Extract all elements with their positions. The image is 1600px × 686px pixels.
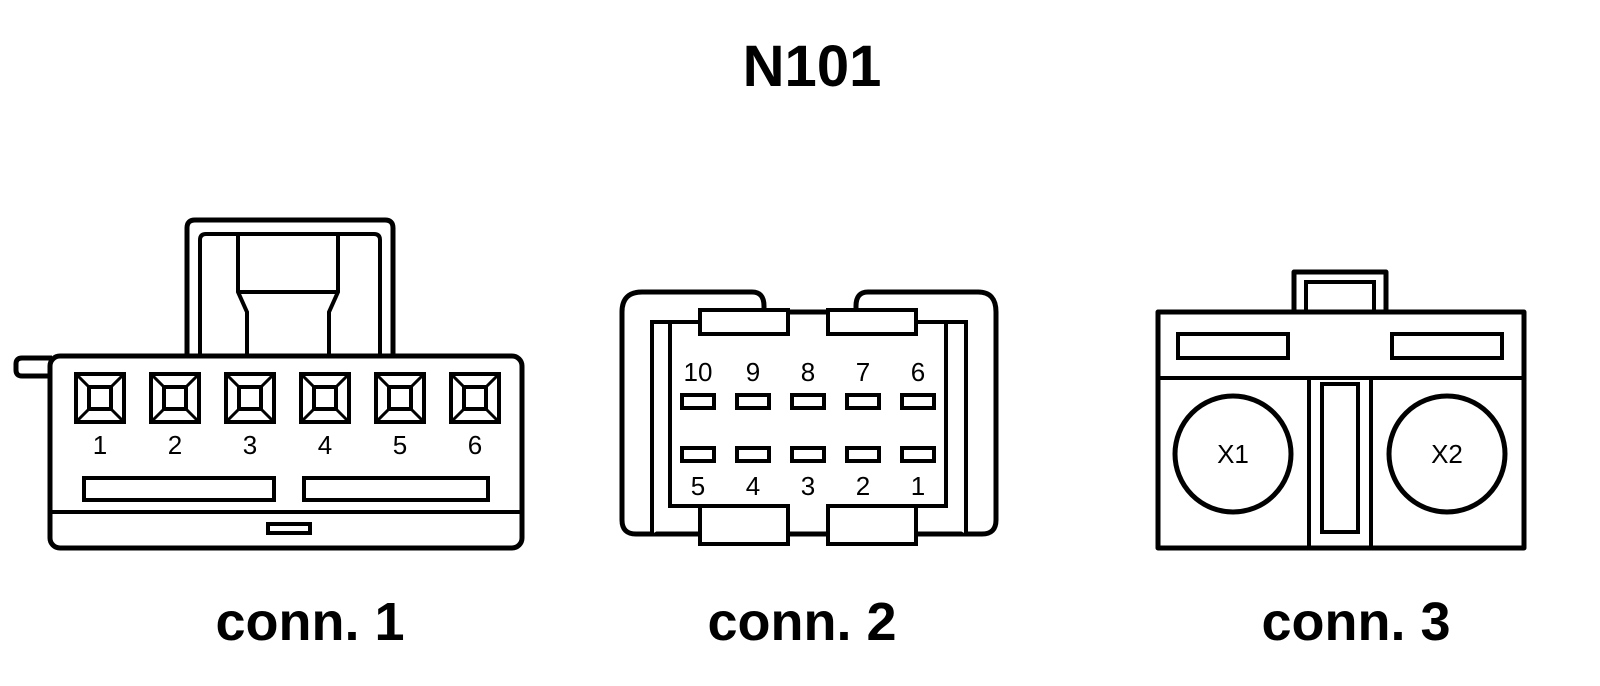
conn2-shell — [619, 289, 999, 537]
conn2-pin: 4 — [735, 446, 771, 501]
conn1-pin: 6 — [449, 372, 501, 460]
conn2-pin: 9 — [735, 357, 771, 410]
conn1-key — [266, 522, 312, 535]
conn2-pin: 3 — [790, 446, 826, 501]
pin-label: 10 — [684, 357, 713, 387]
conn2-pin: 5 — [680, 446, 716, 501]
pin-label: 3 — [801, 471, 815, 501]
conn1-pin: 2 — [149, 372, 201, 460]
conn3-latch-inner — [1304, 280, 1376, 316]
conn1-latch-inner — [198, 232, 382, 360]
conn1-slot-right — [302, 476, 490, 502]
conn2-pin: 8 — [790, 357, 826, 410]
terminal-label: X2 — [1431, 439, 1463, 469]
pin-label: 6 — [911, 357, 925, 387]
connector-label: conn. 1 — [215, 592, 404, 652]
conn1-slot-left — [82, 476, 276, 502]
conn1-pin: 3 — [224, 372, 276, 460]
conn2-pin: 10 — [680, 357, 716, 410]
conn2-bottom-tab-right — [826, 504, 918, 546]
conn1-pin: 5 — [374, 372, 426, 460]
conn2-pin: 6 — [900, 357, 936, 410]
conn2-cavity — [650, 320, 968, 534]
conn2-pin: 7 — [845, 357, 881, 410]
conn3-slot-right — [1390, 332, 1504, 360]
connector-label: conn. 2 — [707, 592, 896, 652]
pin-label: 5 — [691, 471, 705, 501]
diagram-title: N101 — [743, 34, 882, 99]
pin-label: 2 — [168, 430, 182, 460]
conn2-bottom-tab-left — [698, 504, 790, 546]
pin-label: 9 — [746, 357, 760, 387]
pin-label: 8 — [801, 357, 815, 387]
pin-label: 2 — [856, 471, 870, 501]
pin-label: 7 — [856, 357, 870, 387]
conn3-slot-left — [1176, 332, 1290, 360]
pin-label: 1 — [93, 430, 107, 460]
connector-label: conn. 3 — [1261, 592, 1450, 652]
conn2-pin: 1 — [900, 446, 936, 501]
conn3-terminal: X1 — [1172, 393, 1294, 515]
terminal-label: X1 — [1217, 439, 1249, 469]
conn2-top-tab-right — [826, 308, 918, 336]
conn3-terminal: X2 — [1386, 393, 1508, 515]
pin-label: 4 — [746, 471, 760, 501]
pin-label: 3 — [243, 430, 257, 460]
connector-3: X1 X2 conn. 3 — [1155, 269, 1527, 652]
pin-label: 1 — [911, 471, 925, 501]
conn2-top-tab-left — [698, 308, 790, 336]
connector-1: 1 2 3 4 5 6 — [13, 217, 525, 652]
conn1-side-tab — [13, 355, 52, 379]
conn1-latch-tab — [236, 234, 340, 360]
conn1-pin: 4 — [299, 372, 351, 460]
conn1-pin: 1 — [74, 372, 126, 460]
conn2-pin: 2 — [845, 446, 881, 501]
pin-label: 4 — [318, 430, 332, 460]
pin-label: 5 — [393, 430, 407, 460]
conn3-center-rib — [1320, 382, 1360, 534]
pin-label: 6 — [468, 430, 482, 460]
connector-2: 10 9 8 7 6 5 4 3 — [619, 289, 999, 652]
